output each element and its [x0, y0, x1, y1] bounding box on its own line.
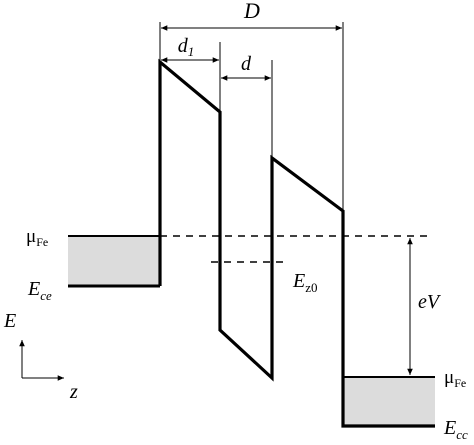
label-ece: Ece [27, 278, 52, 303]
label-axis-E: E [3, 310, 16, 332]
label-eV: eV [418, 291, 442, 313]
label-mu-left: μFe [26, 226, 48, 249]
right-electrode-fill [343, 377, 435, 426]
label-d1: d1 [178, 35, 195, 59]
label-D: D [243, 0, 260, 23]
label-mu-right: μFe [444, 367, 466, 390]
label-ez0: Ez0 [292, 270, 318, 295]
potential-profile [158, 58, 435, 428]
left-electrode-fill [68, 236, 160, 286]
label-ecc: Ecc [443, 417, 468, 442]
label-axis-z: z [69, 381, 78, 403]
label-d: d [241, 53, 252, 75]
